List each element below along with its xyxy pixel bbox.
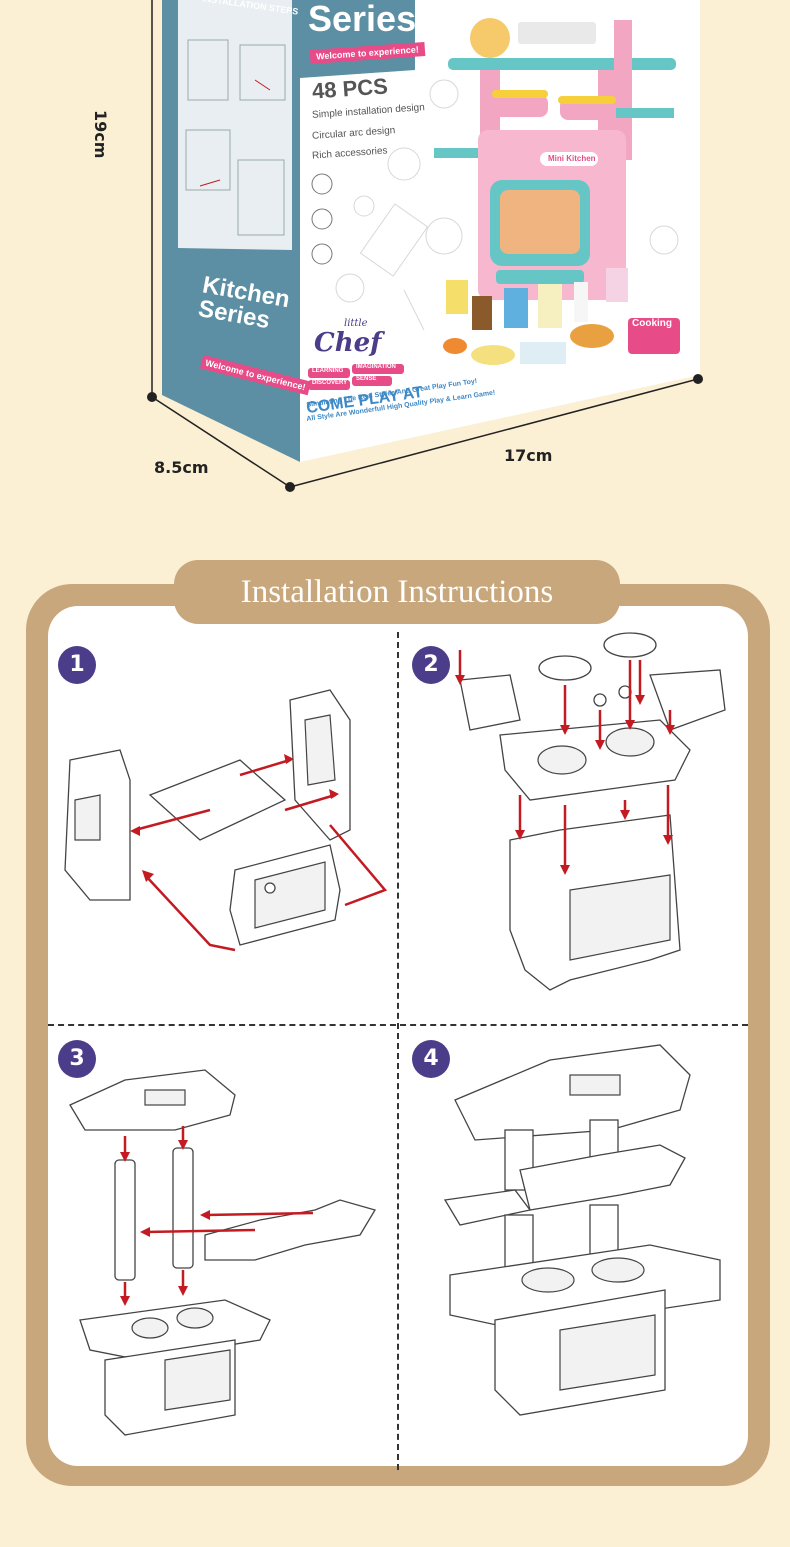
step-4-diagram [443,1044,721,1416]
height-dimension-label: 19cm [91,110,110,159]
step-4-badge: 4 [412,1040,450,1078]
tag-sense: SENSE [356,376,377,382]
logo-chef: Chef [314,328,382,358]
step-3-badge: 3 [58,1040,96,1078]
horizontal-divider [48,1024,748,1026]
step-1-badge: 1 [58,646,96,684]
step-2-diagram [455,632,726,991]
instructions-heading-tab: Installation Instructions [174,560,620,624]
tag-learning: LEARNING [312,368,344,374]
step-3-diagram [69,1069,376,1436]
mini-kitchen-label: Mini Kitchen [548,154,596,163]
vertical-divider [397,632,399,1470]
depth-dimension-label: 8.5cm [154,458,209,477]
width-dimension-label: 17cm [504,446,553,465]
tag-imagination: IMAGINATION [356,364,396,370]
pieces-count: 48 PCS [311,73,389,104]
product-box-image: Kitchen Series Welcome to experience! IN… [0,0,790,520]
cooking-badge: Cooking [632,318,672,329]
step-1-diagram [64,689,388,952]
step-2-badge: 2 [412,646,450,684]
brand-series-title: Series [308,0,417,39]
logo-little: little [344,318,368,329]
instructions-title: Installation Instructions [240,574,554,610]
tag-discovery: DISCOVERY [312,380,348,386]
